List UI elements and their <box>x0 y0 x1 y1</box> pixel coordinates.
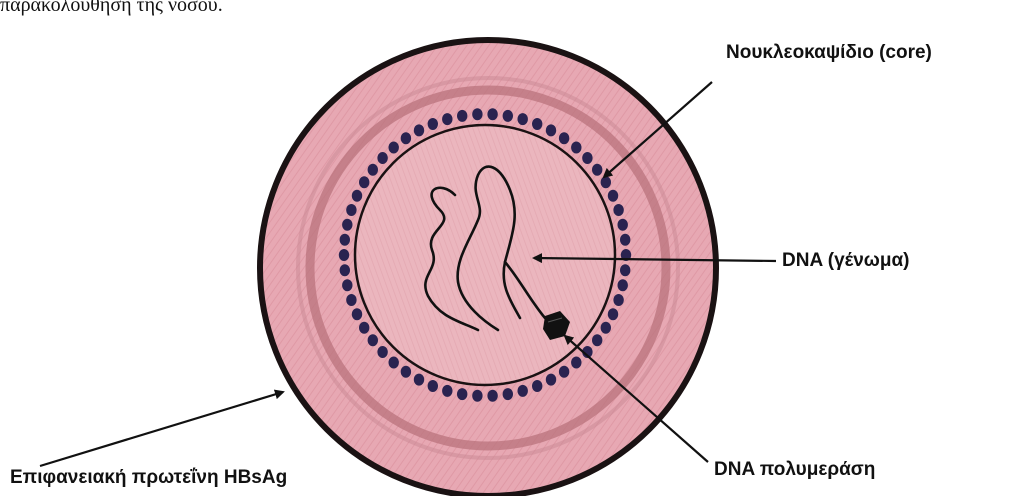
capsomer-dot <box>428 118 438 130</box>
capsomer-dot <box>342 219 352 231</box>
capsomer-dot <box>601 176 611 188</box>
capsomer-dot <box>346 204 356 216</box>
capsomer-dot <box>414 124 424 136</box>
capsomer-dot <box>620 234 630 246</box>
capsomer-dot <box>518 385 528 397</box>
capsomer-dot <box>518 113 528 125</box>
capsomer-dot <box>592 334 602 346</box>
label-dna-genome: DNA (γένωμα) <box>782 250 909 272</box>
capsomer-dot <box>339 249 349 261</box>
capsomer-dot <box>613 204 623 216</box>
capsomer-dot <box>601 322 611 334</box>
capsomer-dot <box>377 152 387 164</box>
capsomer-dot <box>546 374 556 386</box>
capsomer-dot <box>401 366 411 378</box>
capsomer-dot <box>571 357 581 369</box>
capsomer-dot <box>503 110 513 122</box>
capsomer-dot <box>457 110 467 122</box>
label-dna-polymerase: DNA πολυμεράση <box>714 459 875 481</box>
capsomer-dot <box>389 357 399 369</box>
capsomer-dot <box>620 264 630 276</box>
capsomer-dot <box>618 279 628 291</box>
arrow-surface-protein <box>40 392 283 466</box>
capsomer-dot <box>503 388 513 400</box>
capsomer-dot <box>472 108 482 120</box>
capsomer-dot <box>414 374 424 386</box>
capsomer-dot <box>608 308 618 320</box>
capsomer-dot <box>340 234 350 246</box>
capsomer-dot <box>352 190 362 202</box>
capsomer-dot <box>592 164 602 176</box>
capsomer-dot <box>346 294 356 306</box>
label-surface-protein: Επιφανειακή πρωτεΐνη HBsAg <box>10 467 287 489</box>
capsomer-dot <box>442 113 452 125</box>
capsomer-dot <box>571 142 581 154</box>
capsomer-dot <box>442 385 452 397</box>
capsomer-dot <box>389 142 399 154</box>
capsomer-dot <box>359 322 369 334</box>
capsomer-dot <box>582 152 592 164</box>
capsomer-dot <box>546 124 556 136</box>
capsomer-dot <box>340 264 350 276</box>
capsomer-dot <box>608 190 618 202</box>
capsomer-dot <box>559 132 569 144</box>
capsomer-dot <box>352 308 362 320</box>
capsomer-dot <box>472 390 482 402</box>
capsomer-dot <box>559 366 569 378</box>
capsomer-dot <box>487 108 497 120</box>
capsomer-dot <box>401 132 411 144</box>
capsomer-dot <box>428 380 438 392</box>
capsomer-dot <box>377 346 387 358</box>
capsomer-dot <box>342 279 352 291</box>
capsomer-dot <box>368 334 378 346</box>
capsomer-dot <box>613 294 623 306</box>
capsomer-dot <box>532 380 542 392</box>
capsomer-dot <box>368 164 378 176</box>
capsomer-dot <box>457 388 467 400</box>
capsomer-dot <box>359 176 369 188</box>
capsomer-dot <box>532 118 542 130</box>
label-nucleocapsid: Νουκλεοκαψίδιο (core) <box>726 42 932 64</box>
capsomer-dot <box>618 219 628 231</box>
capsomer-dot <box>487 390 497 402</box>
